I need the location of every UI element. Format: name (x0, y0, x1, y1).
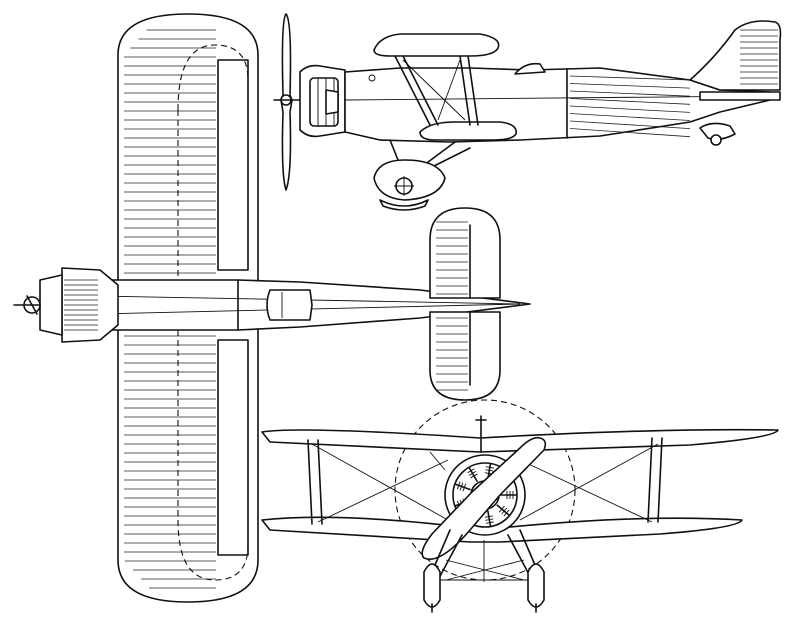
top-view (13, 13, 531, 603)
side-view-engine (299, 64, 346, 138)
side-view (273, 13, 782, 211)
top-view-fuselage (99, 279, 531, 331)
side-view-struts (394, 55, 479, 126)
side-view-upper-wing (373, 33, 500, 57)
fin-ribs (740, 29, 778, 85)
front-view-upper-wing (261, 428, 779, 453)
side-stringers (569, 75, 691, 138)
front-view-propeller (421, 436, 547, 560)
engine-fins (64, 279, 98, 331)
top-view-tailplane (429, 207, 501, 401)
front-view-struts (307, 437, 663, 525)
top-view-engine (13, 267, 119, 343)
wing-ribs (124, 29, 216, 589)
side-view-lower-wing (419, 121, 517, 141)
front-view (261, 399, 779, 613)
front-view-landing-gear (423, 529, 545, 613)
side-view-tail (689, 20, 782, 146)
side-view-landing-gear (373, 139, 471, 211)
tail-ribs (436, 221, 468, 391)
